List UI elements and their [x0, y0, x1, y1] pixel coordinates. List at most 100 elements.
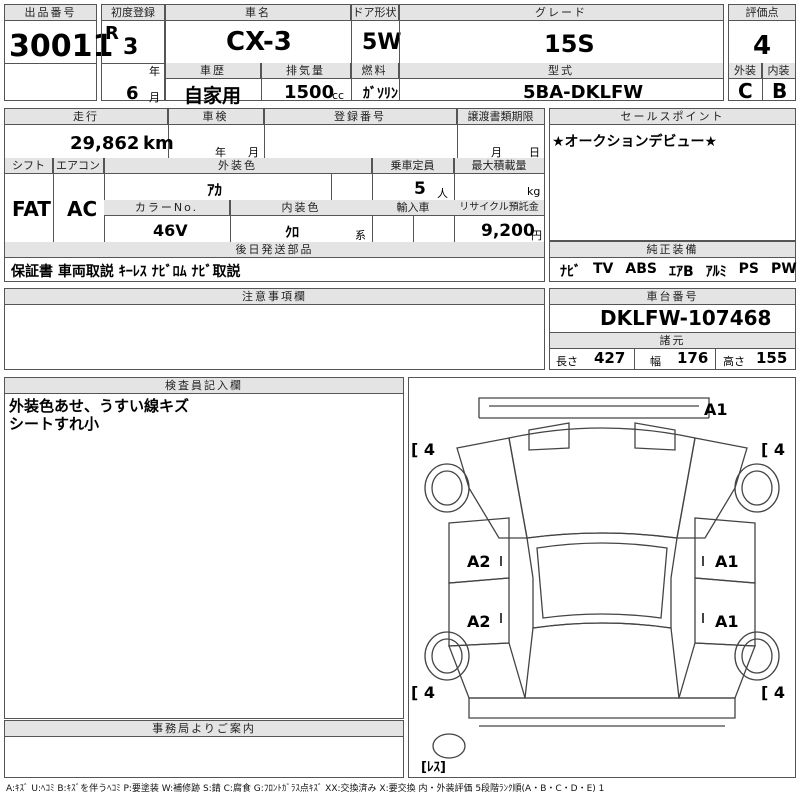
length-value: 427	[594, 349, 626, 367]
transfer-month-unit: 月	[491, 146, 502, 159]
color-number: 46V	[153, 221, 188, 240]
inspection-year-unit: 年	[215, 146, 226, 159]
chassis-box: 車台番号 DKLFW-107468 諸元 長さ 427 幅 176 高さ 155	[549, 288, 796, 370]
lot-number-label: 出品番号	[5, 5, 96, 21]
shift-label: シフト	[5, 158, 53, 174]
width-label: 幅	[650, 355, 661, 368]
year-unit: 年	[149, 65, 160, 78]
inspector-label: 検査員記入欄	[5, 378, 403, 394]
first-registration-label: 初度登録	[102, 5, 164, 21]
color-no-label: カラーNo.	[104, 200, 230, 216]
chassis-number: DKLFW-107468	[600, 306, 772, 330]
registration-month: 6	[126, 83, 139, 104]
history-label: 車歴	[166, 63, 261, 79]
car-name-label: 車名	[166, 5, 351, 21]
car-name: CX-3	[226, 27, 292, 57]
dimensions-label: 諸元	[550, 332, 795, 349]
height-value: 155	[756, 349, 788, 367]
grade-label: グレード	[399, 5, 723, 21]
era: R	[105, 23, 119, 44]
registration-year: 3	[123, 35, 139, 60]
max-load-label: 最大積載量	[454, 158, 544, 174]
chassis-label: 車台番号	[550, 289, 795, 305]
max-load-unit: kg	[527, 185, 541, 198]
month-unit: 月	[149, 91, 160, 104]
exterior-grade: C	[738, 79, 753, 103]
equipment-item: TV	[593, 261, 614, 277]
door-label: ドア形状	[351, 5, 399, 21]
interior-color: ｸﾛ	[285, 225, 299, 241]
legend: A:ｷｽﾞ U:ﾍｺﾐ B:ｷｽﾞを伴うﾍｺﾐ P:要塗装 W:補修跡 S:錆 …	[6, 784, 605, 794]
import-label: 輸入車	[372, 200, 454, 216]
sales-point-box: セールスポイント ★オークションデビュー★	[549, 108, 796, 241]
tire-front-left-score: [ 4	[411, 440, 436, 459]
tire-rear-left-score: [ 4	[411, 683, 436, 702]
ac-label: エアコン	[53, 158, 104, 174]
model-label: 型式	[399, 63, 723, 79]
equipment-label: 純正装備	[550, 242, 795, 258]
car-info-box: 車名 CX-3 ドア形状 5W グレード 15S 車歴 自家用 排気量 1500…	[165, 4, 724, 107]
displacement-unit: cc	[332, 89, 345, 102]
spare-tire-status: [ﾚｽ]	[421, 760, 446, 775]
mileage-unit: km	[143, 133, 174, 154]
fuel: ｶﾞｿﾘﾝ	[363, 86, 398, 102]
left-rear-door-mark: A2	[467, 612, 491, 631]
spec-table: 走行 車検 登録番号 譲渡書類期限 29,862 km 年 月 月 日 シフト …	[4, 108, 545, 282]
condition-diagram: [ 4 [ 4 [ 4 [ 4 A1 A2 A2 A1 A1 [ﾚｽ]	[408, 377, 796, 778]
displacement-label: 排気量	[261, 63, 351, 79]
score-box: 評価点 4 外装 内装 C B	[728, 4, 796, 103]
score-label: 評価点	[729, 5, 795, 21]
interior-grade: B	[772, 79, 788, 103]
equipment-list: ﾅﾋﾞ TV ABS ｴｱB ｱﾙﾐ PS PW	[560, 261, 797, 281]
front-bumper-mark: A1	[704, 400, 728, 419]
door-type: 5W	[362, 30, 402, 55]
mileage: 29,862	[70, 133, 140, 154]
lot-number: 30011	[9, 29, 114, 64]
exterior-color: ｱｶ	[207, 181, 223, 199]
int-color-label: 内装色	[230, 200, 372, 216]
car-outline-diagram	[424, 397, 780, 759]
interior-color-unit: 系	[355, 229, 366, 242]
capacity: 5	[414, 179, 426, 199]
lot-number-box: 出品番号 30011	[4, 4, 113, 101]
equipment-item: ｱﾙﾐ	[705, 264, 727, 280]
inspector-box: 検査員記入欄 外装色あせ、うすい線キズ シートすれ小	[4, 377, 404, 719]
tire-rear-right-score: [ 4	[761, 683, 786, 702]
grade: 15S	[544, 30, 595, 58]
capacity-label: 乗車定員	[372, 158, 454, 174]
capacity-unit: 人	[437, 187, 448, 200]
air-conditioner: AC	[67, 197, 98, 221]
interior-label: 内装	[762, 63, 795, 79]
exterior-label: 外装	[729, 63, 762, 79]
recycle-fee: 9,200	[481, 221, 535, 241]
transfer-label: 譲渡書類期限	[457, 109, 544, 125]
ext-color-label: 外装色	[104, 158, 372, 174]
left-front-door-mark: A2	[467, 552, 491, 571]
equipment-item: ﾅﾋﾞ	[560, 264, 581, 280]
length-label: 長さ	[556, 355, 578, 368]
overall-score: 4	[753, 31, 772, 61]
equipment-item: PS	[738, 261, 759, 277]
car-history: 自家用	[184, 85, 242, 107]
width-value: 176	[677, 349, 709, 367]
recycle-label: リサイクル預託金	[454, 200, 544, 216]
notes-label: 注意事項欄	[5, 289, 544, 305]
equipment-box: 純正装備 ﾅﾋﾞ TV ABS ｴｱB ｱﾙﾐ PS PW	[549, 241, 797, 282]
later-parts: 保証書 車両取説 ｷｰﾚｽ ﾅﾋﾞﾛﾑ ﾅﾋﾞ取説	[11, 264, 241, 280]
tire-front-right-score: [ 4	[761, 440, 786, 459]
inspector-note-2: シートすれ小	[9, 415, 100, 433]
right-front-door-mark: A1	[715, 552, 739, 571]
office-label: 事務局よりご案内	[5, 721, 403, 737]
sales-point-text: ★オークションデビュー★	[552, 134, 718, 150]
equipment-item: ｴｱB	[668, 264, 694, 280]
right-rear-door-mark: A1	[715, 612, 739, 631]
equipment-item: ABS	[625, 261, 657, 277]
height-label: 高さ	[723, 355, 745, 368]
shift: FAT	[12, 197, 51, 221]
later-parts-label: 後日発送部品	[5, 242, 544, 258]
mileage-label: 走行	[5, 109, 168, 125]
inspection-label: 車検	[168, 109, 264, 125]
fuel-label: 燃料	[351, 63, 399, 79]
transfer-day-unit: 日	[529, 146, 540, 159]
inspection-month-unit: 月	[248, 146, 259, 159]
